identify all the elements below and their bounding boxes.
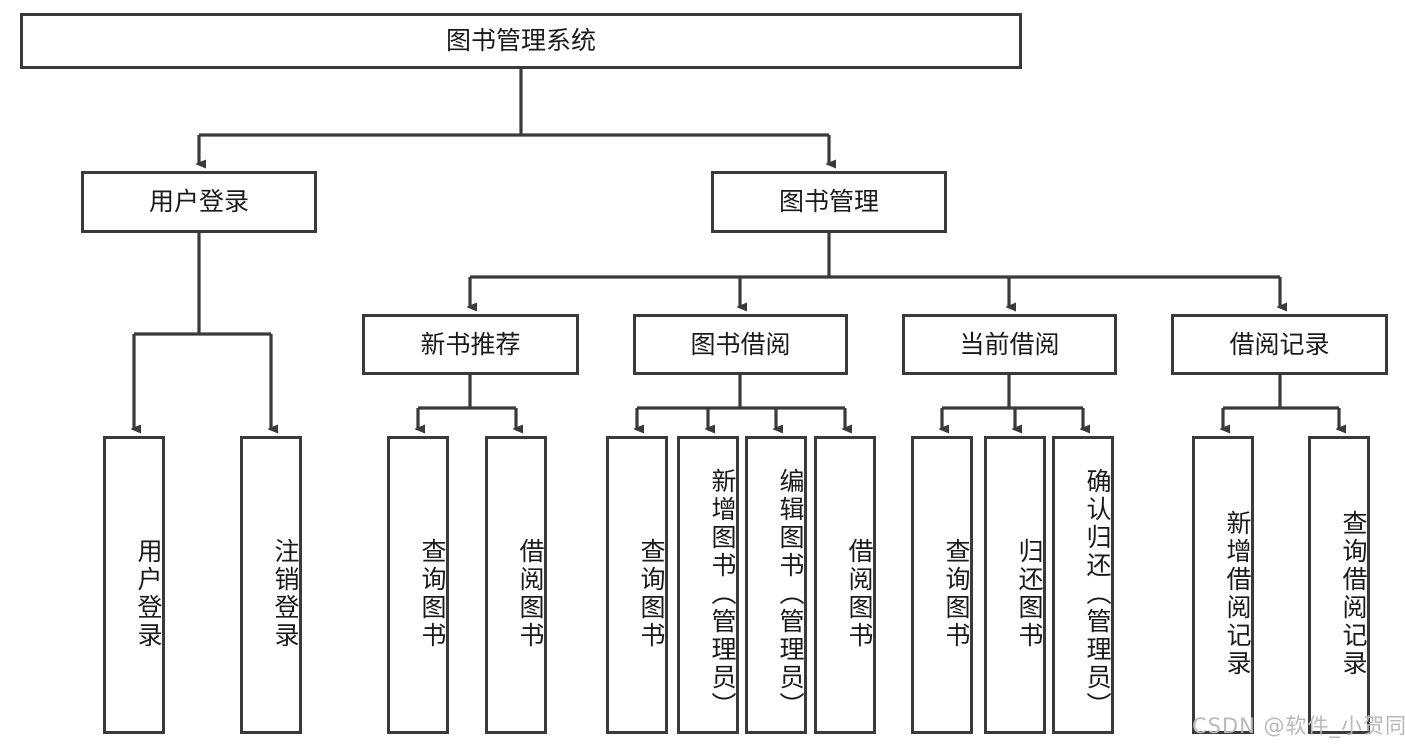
node-book-manage-label: 图书管理 xyxy=(778,187,879,216)
node-leaf-query-book-3[interactable]: 查询图书 xyxy=(911,436,973,734)
node-new-book-rec[interactable]: 新书推荐 xyxy=(362,314,579,375)
node-leaf-user-login[interactable]: 用户登录 xyxy=(103,436,165,734)
node-leaf-return-book[interactable]: 归还图书 xyxy=(984,436,1046,734)
node-new-book-rec-label: 新书推荐 xyxy=(420,329,521,359)
node-leaf-add-record[interactable]: 新增借阅记录 xyxy=(1192,436,1254,734)
node-leaf-edit-book-label: 编辑图书（管理员） xyxy=(776,468,805,720)
node-leaf-logout-label: 注销登录 xyxy=(271,538,300,650)
node-leaf-query-record-label: 查询借阅记录 xyxy=(1339,510,1368,678)
node-leaf-query-record[interactable]: 查询借阅记录 xyxy=(1308,436,1370,734)
node-leaf-query-book-2-label: 查询图书 xyxy=(637,538,666,650)
node-leaf-add-record-label: 新增借阅记录 xyxy=(1223,510,1252,678)
node-leaf-query-book-2[interactable]: 查询图书 xyxy=(606,436,668,734)
node-book-borrow[interactable]: 图书借阅 xyxy=(633,314,848,375)
node-user-login[interactable]: 用户登录 xyxy=(81,171,317,233)
node-leaf-query-book-1[interactable]: 查询图书 xyxy=(387,436,449,734)
node-leaf-borrow-book-1-label: 借阅图书 xyxy=(516,538,545,650)
node-leaf-borrow-book-1[interactable]: 借阅图书 xyxy=(485,436,547,734)
node-leaf-confirm-return-label: 确认归还（管理员） xyxy=(1083,468,1112,720)
node-leaf-return-book-label: 归还图书 xyxy=(1015,538,1044,650)
node-leaf-borrow-book-2[interactable]: 借阅图书 xyxy=(814,436,876,734)
csdn-watermark: CSDN @软件_小贺同学 xyxy=(1192,714,1405,738)
node-leaf-query-book-3-label: 查询图书 xyxy=(942,538,971,650)
node-leaf-add-book[interactable]: 新增图书（管理员） xyxy=(677,436,739,734)
node-user-login-label: 用户登录 xyxy=(148,187,249,216)
node-leaf-logout[interactable]: 注销登录 xyxy=(240,436,302,734)
node-borrow-record[interactable]: 借阅记录 xyxy=(1171,314,1388,375)
node-root[interactable]: 图书管理系统 xyxy=(20,13,1022,69)
node-book-manage[interactable]: 图书管理 xyxy=(711,171,947,233)
node-leaf-confirm-return[interactable]: 确认归还（管理员） xyxy=(1052,436,1114,734)
node-leaf-query-book-1-label: 查询图书 xyxy=(418,538,447,650)
node-leaf-add-book-label: 新增图书（管理员） xyxy=(708,468,737,720)
node-borrow-record-label: 借阅记录 xyxy=(1229,329,1330,359)
node-current-borrow[interactable]: 当前借阅 xyxy=(902,314,1117,375)
node-leaf-edit-book[interactable]: 编辑图书（管理员） xyxy=(745,436,807,734)
node-leaf-user-login-label: 用户登录 xyxy=(134,538,163,650)
node-leaf-borrow-book-2-label: 借阅图书 xyxy=(845,538,874,650)
node-root-label: 图书管理系统 xyxy=(445,26,596,55)
node-current-borrow-label: 当前借阅 xyxy=(959,329,1060,359)
node-book-borrow-label: 图书借阅 xyxy=(690,329,791,359)
